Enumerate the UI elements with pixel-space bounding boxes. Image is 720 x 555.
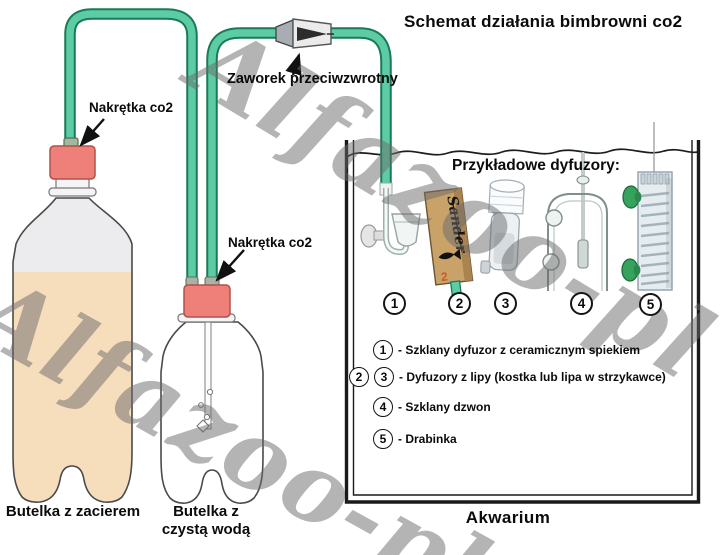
bubble [198,402,204,408]
suction-cup-icon [622,185,642,209]
bubble-counter [196,419,210,433]
tube-between-bottles [64,8,198,294]
bottle-water-label-line1: Butelka z [173,503,239,520]
annotation-arrows [79,52,302,282]
legend-text-2: - Dyfuzory z lipy (kostka lub lipa w str… [399,370,666,384]
bottle-mash [12,137,133,503]
cap-left-label: Nakrętka co2 [89,100,174,115]
diffuser-glass [360,188,421,256]
diffuser-ladder [621,122,673,291]
inner-dip-tube [204,316,212,430]
bottle-mash-label: Butelka z zacierem [5,503,141,520]
page-title: Schemat działania bimbrowni co2 [404,12,683,31]
mash-liquid [13,272,132,503]
legend-number-2: 2 [349,367,369,387]
bottle-clean-water [160,276,264,504]
diffuser-number-5: 5 [639,293,662,316]
bubble [203,413,211,421]
diffuser-number-2: 2 [448,292,471,315]
legend-number-1: 1 [373,340,393,360]
bubble [206,388,214,396]
legend-number-5: 5 [373,429,393,449]
diffuser-sander-box: Sander 2 [423,187,474,296]
diffuser-number-3: 3 [494,292,517,315]
bottle-water-label-line2: czystą wodą [161,521,251,538]
legend-row-2: 2 3 - Dyfuzory z lipy (kostka lub lipa w… [349,367,666,387]
check-valve [275,18,334,49]
aquarium-label: Akwarium [465,508,551,527]
diffuser-bell [542,152,608,291]
arrow-cap-left [79,118,105,147]
legend-row-1: 1 - Szklany dyfuzor z ceramicznym spieki… [373,340,640,360]
legend-row-3: 4 - Szklany dzwon [373,397,491,417]
legend-text-4: - Drabinka [398,432,457,446]
water-line [346,148,698,158]
legend-text-3: - Szklany dzwon [398,400,491,414]
aquarium-tank [344,140,701,504]
arrow-cap-middle [215,249,245,282]
fish-icon [438,252,455,260]
diffuser-number-1: 1 [383,292,406,315]
legend-number-4: 4 [373,397,393,417]
diffuser-number-4: 4 [570,292,593,315]
co2-cap-middle [183,284,231,318]
legend-text-1: - Szklany dyfuzor z ceramicznym spiekiem [398,343,641,357]
suction-cup-icon [621,258,641,282]
diffusers-heading: Przykładowe dyfuzory: [452,157,620,174]
legend-number-3: 3 [374,367,394,387]
cap-middle-label: Nakrętka co2 [228,235,313,250]
arrow-check-valve [285,52,302,76]
sander-box-number: 2 [440,269,449,284]
check-valve-label: Zaworek przeciwzwrotny [227,71,398,87]
diffuser-syringe [480,179,525,274]
legend-row-4: 5 - Drabinka [373,429,457,449]
co2-cap-left [49,145,96,180]
